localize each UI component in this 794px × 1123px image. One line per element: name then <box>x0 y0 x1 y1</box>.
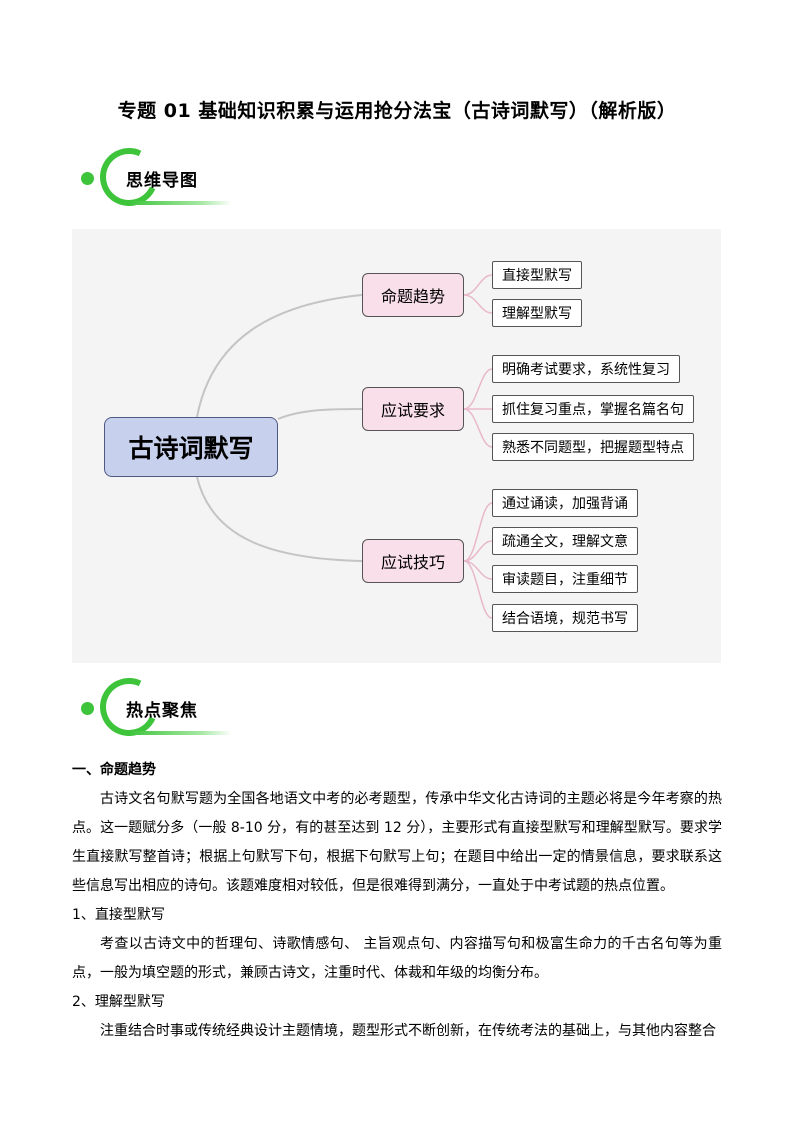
mindmap-root-node: 古诗词默写 <box>104 417 278 477</box>
leaf-node: 明确考试要求，系统性复习 <box>492 355 680 383</box>
section-badge-mindmap: 思维导图 <box>78 139 248 218</box>
connector-b1-l2 <box>463 294 493 314</box>
connector-b1-l1 <box>463 274 493 296</box>
content-body: 一、命题趋势 古诗文名句默写题为全国各地语文中考的必考题型，传承中华文化古诗词的… <box>72 756 722 1046</box>
leaf-node: 直接型默写 <box>492 261 582 289</box>
paragraph: 考查以古诗文中的哲理句、诗歌情感句、 主旨观点句、内容描写句和极富生命力的千古名… <box>72 936 722 981</box>
connector-b2-l3 <box>463 408 493 448</box>
subheading-understanding: 2、理解型默写 <box>72 994 165 1010</box>
paragraph: 古诗文名句默写题为全国各地语文中考的必考题型，传承中华文化古诗词的主题必将是今年… <box>72 791 722 894</box>
connector-b3-l2 <box>463 540 493 562</box>
leaf-node: 疏通全文，理解文意 <box>492 527 638 555</box>
leaf-node: 结合语境，规范书写 <box>492 604 638 632</box>
document-title: 专题 01 基础知识积累与运用抢分法宝（古诗词默写）（解析版） <box>117 100 677 122</box>
leaf-node: 理解型默写 <box>492 299 582 327</box>
connector-b2-l1 <box>463 368 493 410</box>
connector-b3-l4 <box>463 560 493 619</box>
mind-map-connectors <box>196 274 493 619</box>
paragraph: 注重结合时事或传统经典设计主题情境，题型形式不断创新，在传统考法的基础上，与其他… <box>100 1023 716 1039</box>
section-badge-hotspot: 热点聚焦 <box>78 669 248 748</box>
badge-underline <box>128 201 232 205</box>
connector-root-branch1 <box>196 294 363 418</box>
subheading-direct: 1、直接型默写 <box>72 907 165 923</box>
branch-node-trend: 命题趋势 <box>362 273 464 317</box>
leaf-node: 通过诵读，加强背诵 <box>492 489 638 517</box>
badge-dot-icon <box>81 172 94 185</box>
section-label: 热点聚焦 <box>126 701 198 721</box>
leaf-node: 审读题目，注重细节 <box>492 565 638 593</box>
connector-root-branch3 <box>196 476 363 562</box>
section-label: 思维导图 <box>126 171 198 191</box>
connector-b3-l1 <box>463 502 493 562</box>
mind-map: 古诗词默写 命题趋势 应试要求 应试技巧 直接型默写 理解型默写 明确考试要求，… <box>72 229 721 663</box>
badge-underline <box>128 731 232 735</box>
connector-root-branch2 <box>277 408 363 420</box>
branch-node-requirements: 应试要求 <box>362 387 464 431</box>
leaf-node: 熟悉不同题型，把握题型特点 <box>492 433 694 461</box>
leaf-node: 抓住复习重点，掌握名篇名句 <box>492 395 694 423</box>
branch-node-techniques: 应试技巧 <box>362 539 464 583</box>
heading-trend: 一、命题趋势 <box>72 762 156 778</box>
badge-dot-icon <box>81 702 94 715</box>
